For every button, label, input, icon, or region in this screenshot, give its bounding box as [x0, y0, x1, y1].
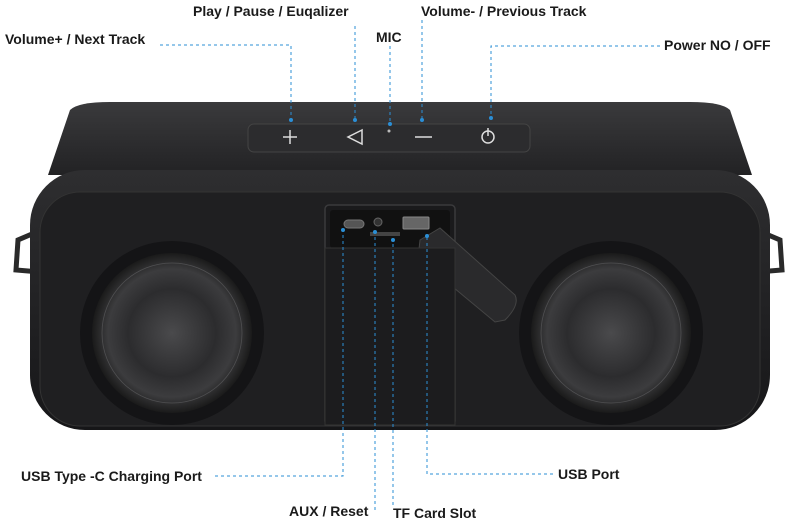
play-icon [346, 128, 363, 146]
tf-card-label: TF Card Slot [393, 505, 477, 521]
aux-jack [373, 217, 383, 227]
left-woofer [92, 253, 252, 413]
mic-hole [387, 129, 391, 133]
usb-port-label: USB Port [558, 466, 620, 482]
power-icon [481, 128, 495, 144]
usb-c-label: USB Type -C Charging Port [21, 468, 202, 484]
usb-a-port [402, 216, 430, 230]
aux-reset-label: AUX / Reset [289, 503, 369, 519]
usb-c-port [343, 219, 365, 229]
leader-lines [160, 20, 660, 510]
mic-label: MIC [376, 29, 402, 45]
volume-down-label: Volume- / Previous Track [421, 3, 587, 19]
play-pause-label: Play / Pause / Euqalizer [193, 3, 349, 19]
plus-icon [283, 130, 297, 144]
tf-slot [370, 232, 400, 236]
volume-up-label: Volume+ / Next Track [5, 31, 146, 47]
power-label: Power NO / OFF [664, 37, 771, 53]
right-woofer [531, 253, 691, 413]
